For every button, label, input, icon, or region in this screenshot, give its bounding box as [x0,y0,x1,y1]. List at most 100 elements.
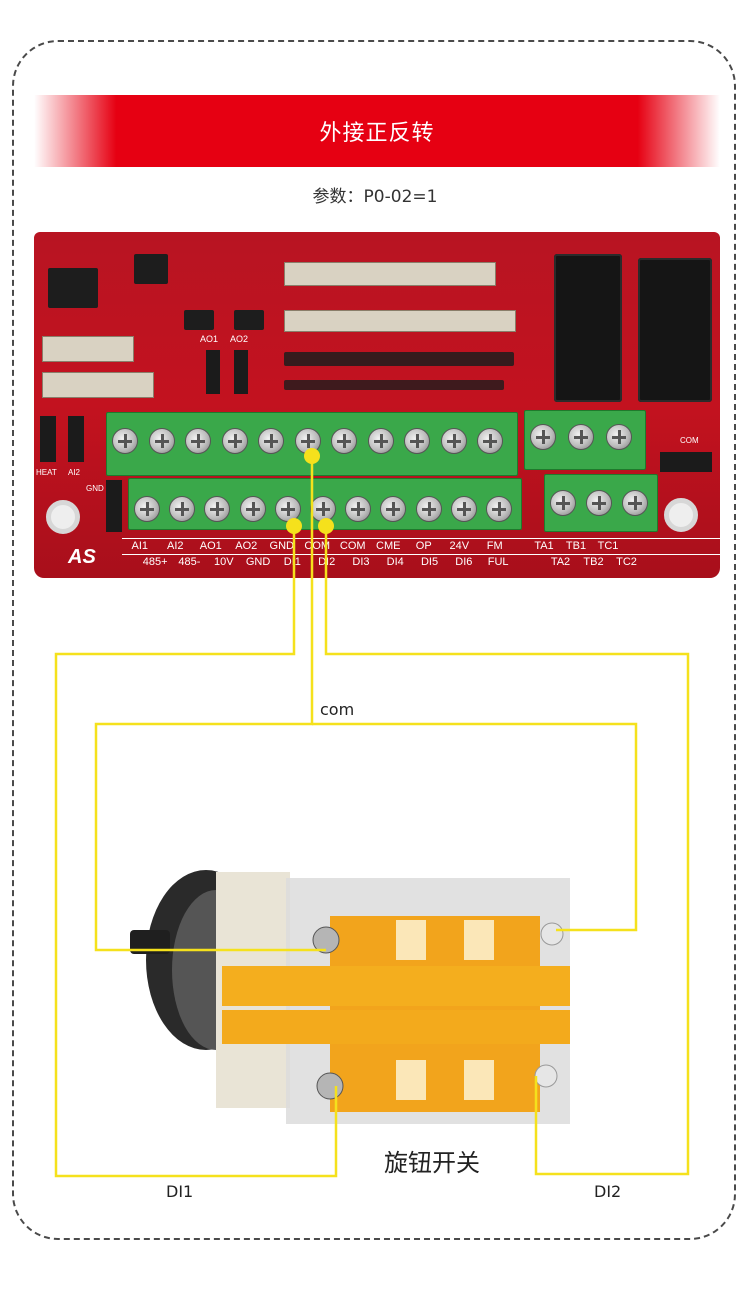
title-banner: 外接正反转 [34,95,720,167]
smd-row-1 [42,336,134,362]
parameter-text: 参数：P0-02=1 [312,187,438,207]
terminal-screw [380,496,407,522]
terminal-screw [404,428,430,454]
terminal-label: AI2 [166,540,184,552]
terminal-label: AO2 [235,540,258,552]
contact-bar-lower [222,1010,570,1044]
terminal-screw [204,496,231,522]
header-com [660,452,712,472]
com-label: com [320,700,355,719]
header-label-heat: HEAT [36,468,57,477]
banner-title: 外接正反转 [319,121,435,146]
ic-chip-4 [234,310,264,330]
ic-chip-3 [184,310,214,330]
terminal-screw [367,428,394,454]
terminal-label: GND [245,556,271,568]
label-divider-top [122,538,720,539]
terminal-label: DI3 [352,556,370,568]
jumper-ao1 [206,350,220,394]
contact-window-3 [396,920,426,960]
header-label-gnd: GND [86,484,104,493]
terminal-screw [568,424,594,450]
wire-com-right [312,722,638,932]
rotary-switch [130,870,570,1124]
terminal-screw [622,490,648,516]
header-label-ao1: AO1 [200,334,219,344]
terminal-screw [331,428,357,454]
terminal-label: TC1 [597,540,619,552]
switch-screw-bottom-right [534,1064,558,1088]
header-gnd [106,480,122,532]
diode-row [284,380,504,390]
terminal-screw [440,428,467,454]
jumper-ao2 [234,350,248,394]
terminal-label: FUL [487,556,509,568]
terminal-label: COM [339,540,366,552]
terminal-screw [550,490,576,516]
terminal-screw [530,424,556,450]
yellow-wires [54,456,690,1178]
terminal-label: 10V [213,556,234,568]
terminal-label: 485+ [142,556,168,568]
terminal-label: AO1 [199,540,222,552]
transistor-row [284,352,514,366]
terminal-label: DI1 [283,556,301,568]
contact-window-4 [464,920,494,960]
terminal-screw [134,496,160,522]
terminal-screw [310,496,336,522]
relay-2 [638,258,712,402]
switch-screw-bottom-left [316,1072,344,1100]
terminal-label: TB1 [565,540,587,552]
terminal-label: TB2 [583,556,604,568]
wire-terminal-dots [286,448,334,534]
switch-screw-top-left [312,926,340,954]
di2-label: DI2 [594,1182,622,1201]
terminal-label: DI5 [420,556,439,568]
wire-com [94,456,326,952]
header-heat [40,416,56,462]
switch-label: 旋钮开关 [384,1149,480,1177]
terminal-label: AI1 [131,540,148,552]
dot-di1 [286,518,302,534]
mounting-hole-left [46,500,80,534]
terminal-label: FM [486,540,503,552]
switch-knob-handle [130,930,170,954]
ic-chip-1 [48,268,98,308]
smd-row-4 [284,310,516,332]
terminal-label: TC2 [616,556,637,568]
header-ai2 [68,416,84,462]
contact-window-2 [464,1060,494,1100]
terminal-screw [148,428,175,454]
di1-label: DI1 [166,1182,194,1201]
switch-screw-top-right [540,922,564,946]
terminal-screw [239,496,266,522]
board-logo: AS [68,546,96,568]
header-label-ao2: AO2 [230,334,249,344]
header-label-ai2: AI2 [68,468,81,477]
terminal-screw [185,428,211,454]
terminal-screw [606,424,632,450]
terminal-label: CME [376,540,401,552]
terminal-label: OP [415,540,432,552]
terminal-screw [586,490,612,516]
terminal-screw [112,428,138,454]
smd-row-3 [284,262,496,286]
wire-di2 [324,526,690,1176]
terminal-screw [415,496,442,522]
terminal-screw [258,428,284,454]
terminal-label: 24V [449,540,470,552]
terminal-label: DI4 [386,556,404,568]
contact-window-1 [396,1060,426,1100]
terminal-label: TA1 [534,540,554,552]
smd-row-2 [42,372,154,398]
terminal-label: GND [269,540,294,552]
wire-di1 [54,526,338,1178]
contact-bar-upper [222,966,570,1006]
terminal-screw [221,428,248,454]
ic-chip-2 [134,254,168,284]
terminal-label: TA2 [550,556,571,568]
terminal-screw [450,496,477,522]
dashed-frame [12,40,736,1240]
relay-1 [554,254,622,402]
